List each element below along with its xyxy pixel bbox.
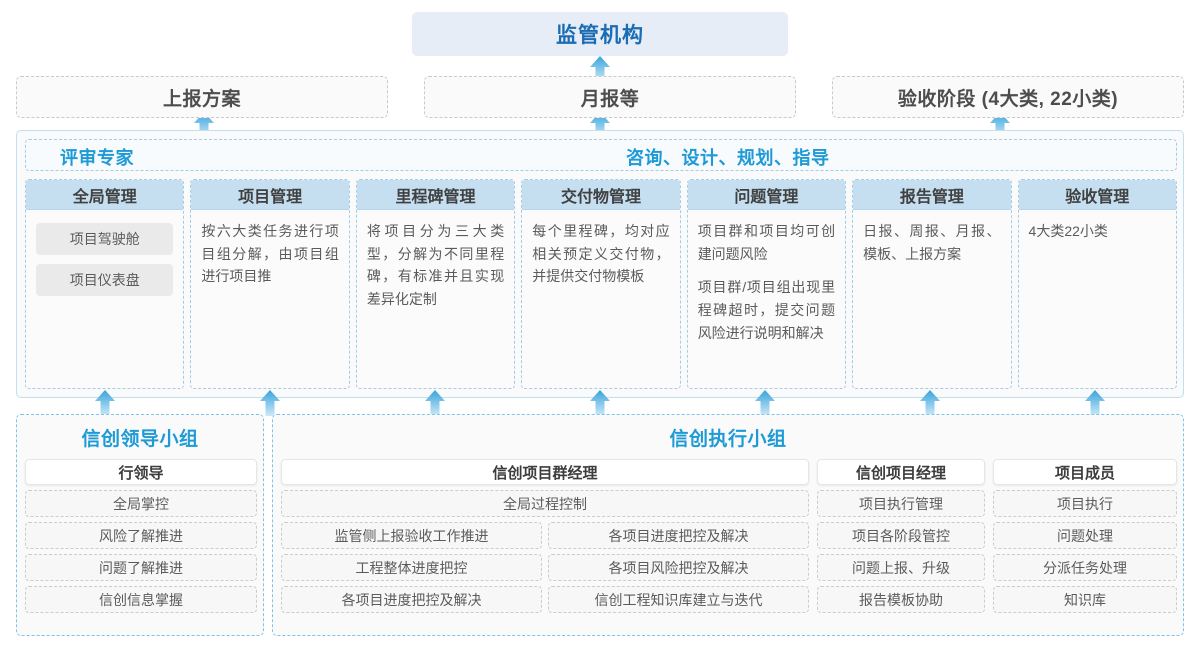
role-head-program-manager[interactable]: 信创项目群经理 [281,459,809,485]
column-paragraph: 每个里程碑，均对应相关预定义交付物，并提供交付物模板 [532,223,670,285]
column-body: 项目驾驶舱 项目仪表盘 [26,210,183,388]
column-paragraph: 项目群/项目组出现里程碑超时，提交问题风险进行说明和解决 [697,279,836,341]
arrow-up-icon-col-0 [95,390,115,416]
column-body: 每个里程碑，均对应相关预定义交付物，并提供交付物模板 [522,210,679,388]
task-item[interactable]: 问题上报、升级 [817,554,985,581]
task-item-wide[interactable]: 全局过程控制 [281,490,809,517]
task-item[interactable]: 各项目风险把控及解决 [548,554,809,581]
function-column-deliverable[interactable]: 交付物管理 每个里程碑，均对应相关预定义交付物，并提供交付物模板 [521,179,681,389]
task-item[interactable]: 信创信息掌握 [25,586,257,613]
report-label-1: 月报等 [580,88,640,110]
task-item[interactable]: 分派任务处理 [993,554,1177,581]
task-row: 监管侧上报验收工作推进 各项目进度把控及解决 [281,522,809,549]
arrow-up-icon-col-5 [920,390,940,416]
execution-group: 信创执行小组 信创项目群经理 全局过程控制 监管侧上报验收工作推进 各项目进度把… [272,414,1184,636]
function-column-issue[interactable]: 问题管理 项目群和项目均可创建问题风险 项目群/项目组出现里程碑超时，提交问题风… [686,179,847,389]
header-consulting-services: 咨询、设计、规划、指导 [626,148,830,168]
column-title: 报告管理 [853,180,1011,210]
arrow-up-icon-col-4 [755,390,775,416]
pill-list: 项目驾驶舱 项目仪表盘 [36,220,174,296]
column-paragraph: 项目群和项目均可创建问题风险 [697,223,836,262]
function-column-milestone[interactable]: 里程碑管理 将项目分为三大类型，分解为不同里程碑，有标准并且实现差异化定制 [355,179,516,389]
project-member-column: 项目成员 项目执行 问题处理 分派任务处理 知识库 [993,459,1177,613]
column-title: 交付物管理 [522,180,680,210]
regulator-box: 监管机构 [412,12,788,56]
arrow-up-icon-to-regulator [590,56,610,82]
leadership-group: 信创领导小组 行领导 全局掌控 风险了解推进 问题了解推进 信创信息掌握 [16,414,264,636]
report-box-plan[interactable]: 上报方案 [16,76,388,118]
task-row: 工程整体进度把控 各项目风险把控及解决 [281,554,809,581]
task-item[interactable]: 项目执行 [993,490,1177,517]
column-body: 将项目分为三大类型，分解为不同里程碑，有标准并且实现差异化定制 [357,210,514,388]
function-column-acceptance[interactable]: 验收管理 4大类22小类 [1017,179,1177,389]
pill-item[interactable]: 项目仪表盘 [36,264,174,296]
column-title: 验收管理 [1018,180,1176,210]
task-item[interactable]: 项目各阶段管控 [817,522,985,549]
arrow-up-icon-col-1 [260,390,280,416]
task-item[interactable]: 各项目进度把控及解决 [281,586,542,613]
function-column-report[interactable]: 报告管理 日报、周报、月报、模板、上报方案 [852,179,1012,389]
task-item[interactable]: 问题了解推进 [25,554,257,581]
task-item[interactable]: 信创工程知识库建立与迭代 [548,586,809,613]
column-paragraph: 日报、周报、月报、模板、上报方案 [863,223,1001,262]
arrow-up-icon-col-6 [1085,390,1105,416]
task-item[interactable]: 问题处理 [993,522,1177,549]
arrow-up-icon-report-2 [990,112,1010,138]
function-column-row: 全局管理 项目驾驶舱 项目仪表盘 项目管理 按六大类任务进行项目组分解，由项目组… [25,179,1177,389]
column-paragraph: 4大类22小类 [1028,223,1108,239]
task-item[interactable]: 全局掌控 [25,490,257,517]
column-body: 4大类22小类 [1019,210,1176,388]
role-head-bank-leader[interactable]: 行领导 [25,459,257,485]
leadership-column: 行领导 全局掌控 风险了解推进 问题了解推进 信创信息掌握 [25,459,257,613]
function-column-project[interactable]: 项目管理 按六大类任务进行项目组分解，由项目组进行项目推 [190,179,350,389]
program-manager-task-grid: 全局过程控制 监管侧上报验收工作推进 各项目进度把控及解决 工程整体进度把控 各… [281,490,809,613]
column-title: 问题管理 [687,180,846,210]
arrow-up-icon-col-2 [425,390,445,416]
column-title: 里程碑管理 [356,180,515,210]
function-column-global[interactable]: 全局管理 项目驾驶舱 项目仪表盘 [25,179,185,389]
pill-item[interactable]: 项目驾驶舱 [36,223,174,255]
consulting-panel: 评审专家 咨询、设计、规划、指导 全局管理 项目驾驶舱 项目仪表盘 项目管理 按… [16,130,1184,398]
column-body: 日报、周报、月报、模板、上报方案 [853,210,1010,388]
task-item[interactable]: 风险了解推进 [25,522,257,549]
consulting-header-bar: 评审专家 咨询、设计、规划、指导 [25,139,1177,171]
arrow-up-icon-report-0 [194,112,214,138]
column-title: 全局管理 [26,180,184,210]
task-item[interactable]: 知识库 [993,586,1177,613]
role-head-project-member[interactable]: 项目成员 [993,459,1177,485]
regulator-label: 监管机构 [556,24,644,47]
task-row: 各项目进度把控及解决 信创工程知识库建立与迭代 [281,586,809,613]
task-item[interactable]: 监管侧上报验收工作推进 [281,522,542,549]
task-item[interactable]: 报告模板协助 [817,586,985,613]
header-review-experts: 评审专家 [60,148,134,168]
column-paragraph: 按六大类任务进行项目组分解，由项目组进行项目推 [201,223,339,285]
task-item[interactable]: 各项目进度把控及解决 [548,522,809,549]
program-manager-column: 信创项目群经理 全局过程控制 监管侧上报验收工作推进 各项目进度把控及解决 工程… [281,459,809,613]
task-item[interactable]: 工程整体进度把控 [281,554,542,581]
report-box-monthly[interactable]: 月报等 [424,76,796,118]
column-paragraph: 将项目分为三大类型，分解为不同里程碑，有标准并且实现差异化定制 [366,223,505,308]
role-head-project-manager[interactable]: 信创项目经理 [817,459,985,485]
task-item[interactable]: 项目执行管理 [817,490,985,517]
arrow-up-icon-col-3 [590,390,610,416]
report-box-acceptance[interactable]: 验收阶段 (4大类, 22小类) [832,76,1184,118]
leadership-group-title: 信创领导小组 [81,429,199,450]
report-label-2: 验收阶段 (4大类, 22小类) [897,88,1119,110]
report-row: 上报方案 月报等 验收阶段 (4大类, 22小类) [16,76,1184,118]
project-manager-column: 信创项目经理 项目执行管理 项目各阶段管控 问题上报、升级 报告模板协助 [817,459,985,613]
execution-group-title: 信创执行小组 [669,429,787,450]
report-label-0: 上报方案 [162,88,241,110]
arrow-up-icon-report-1 [590,112,610,138]
column-title: 项目管理 [191,180,349,210]
column-body: 按六大类任务进行项目组分解，由项目组进行项目推 [191,210,348,388]
column-body: 项目群和项目均可创建问题风险 项目群/项目组出现里程碑超时，提交问题风险进行说明… [688,210,845,388]
